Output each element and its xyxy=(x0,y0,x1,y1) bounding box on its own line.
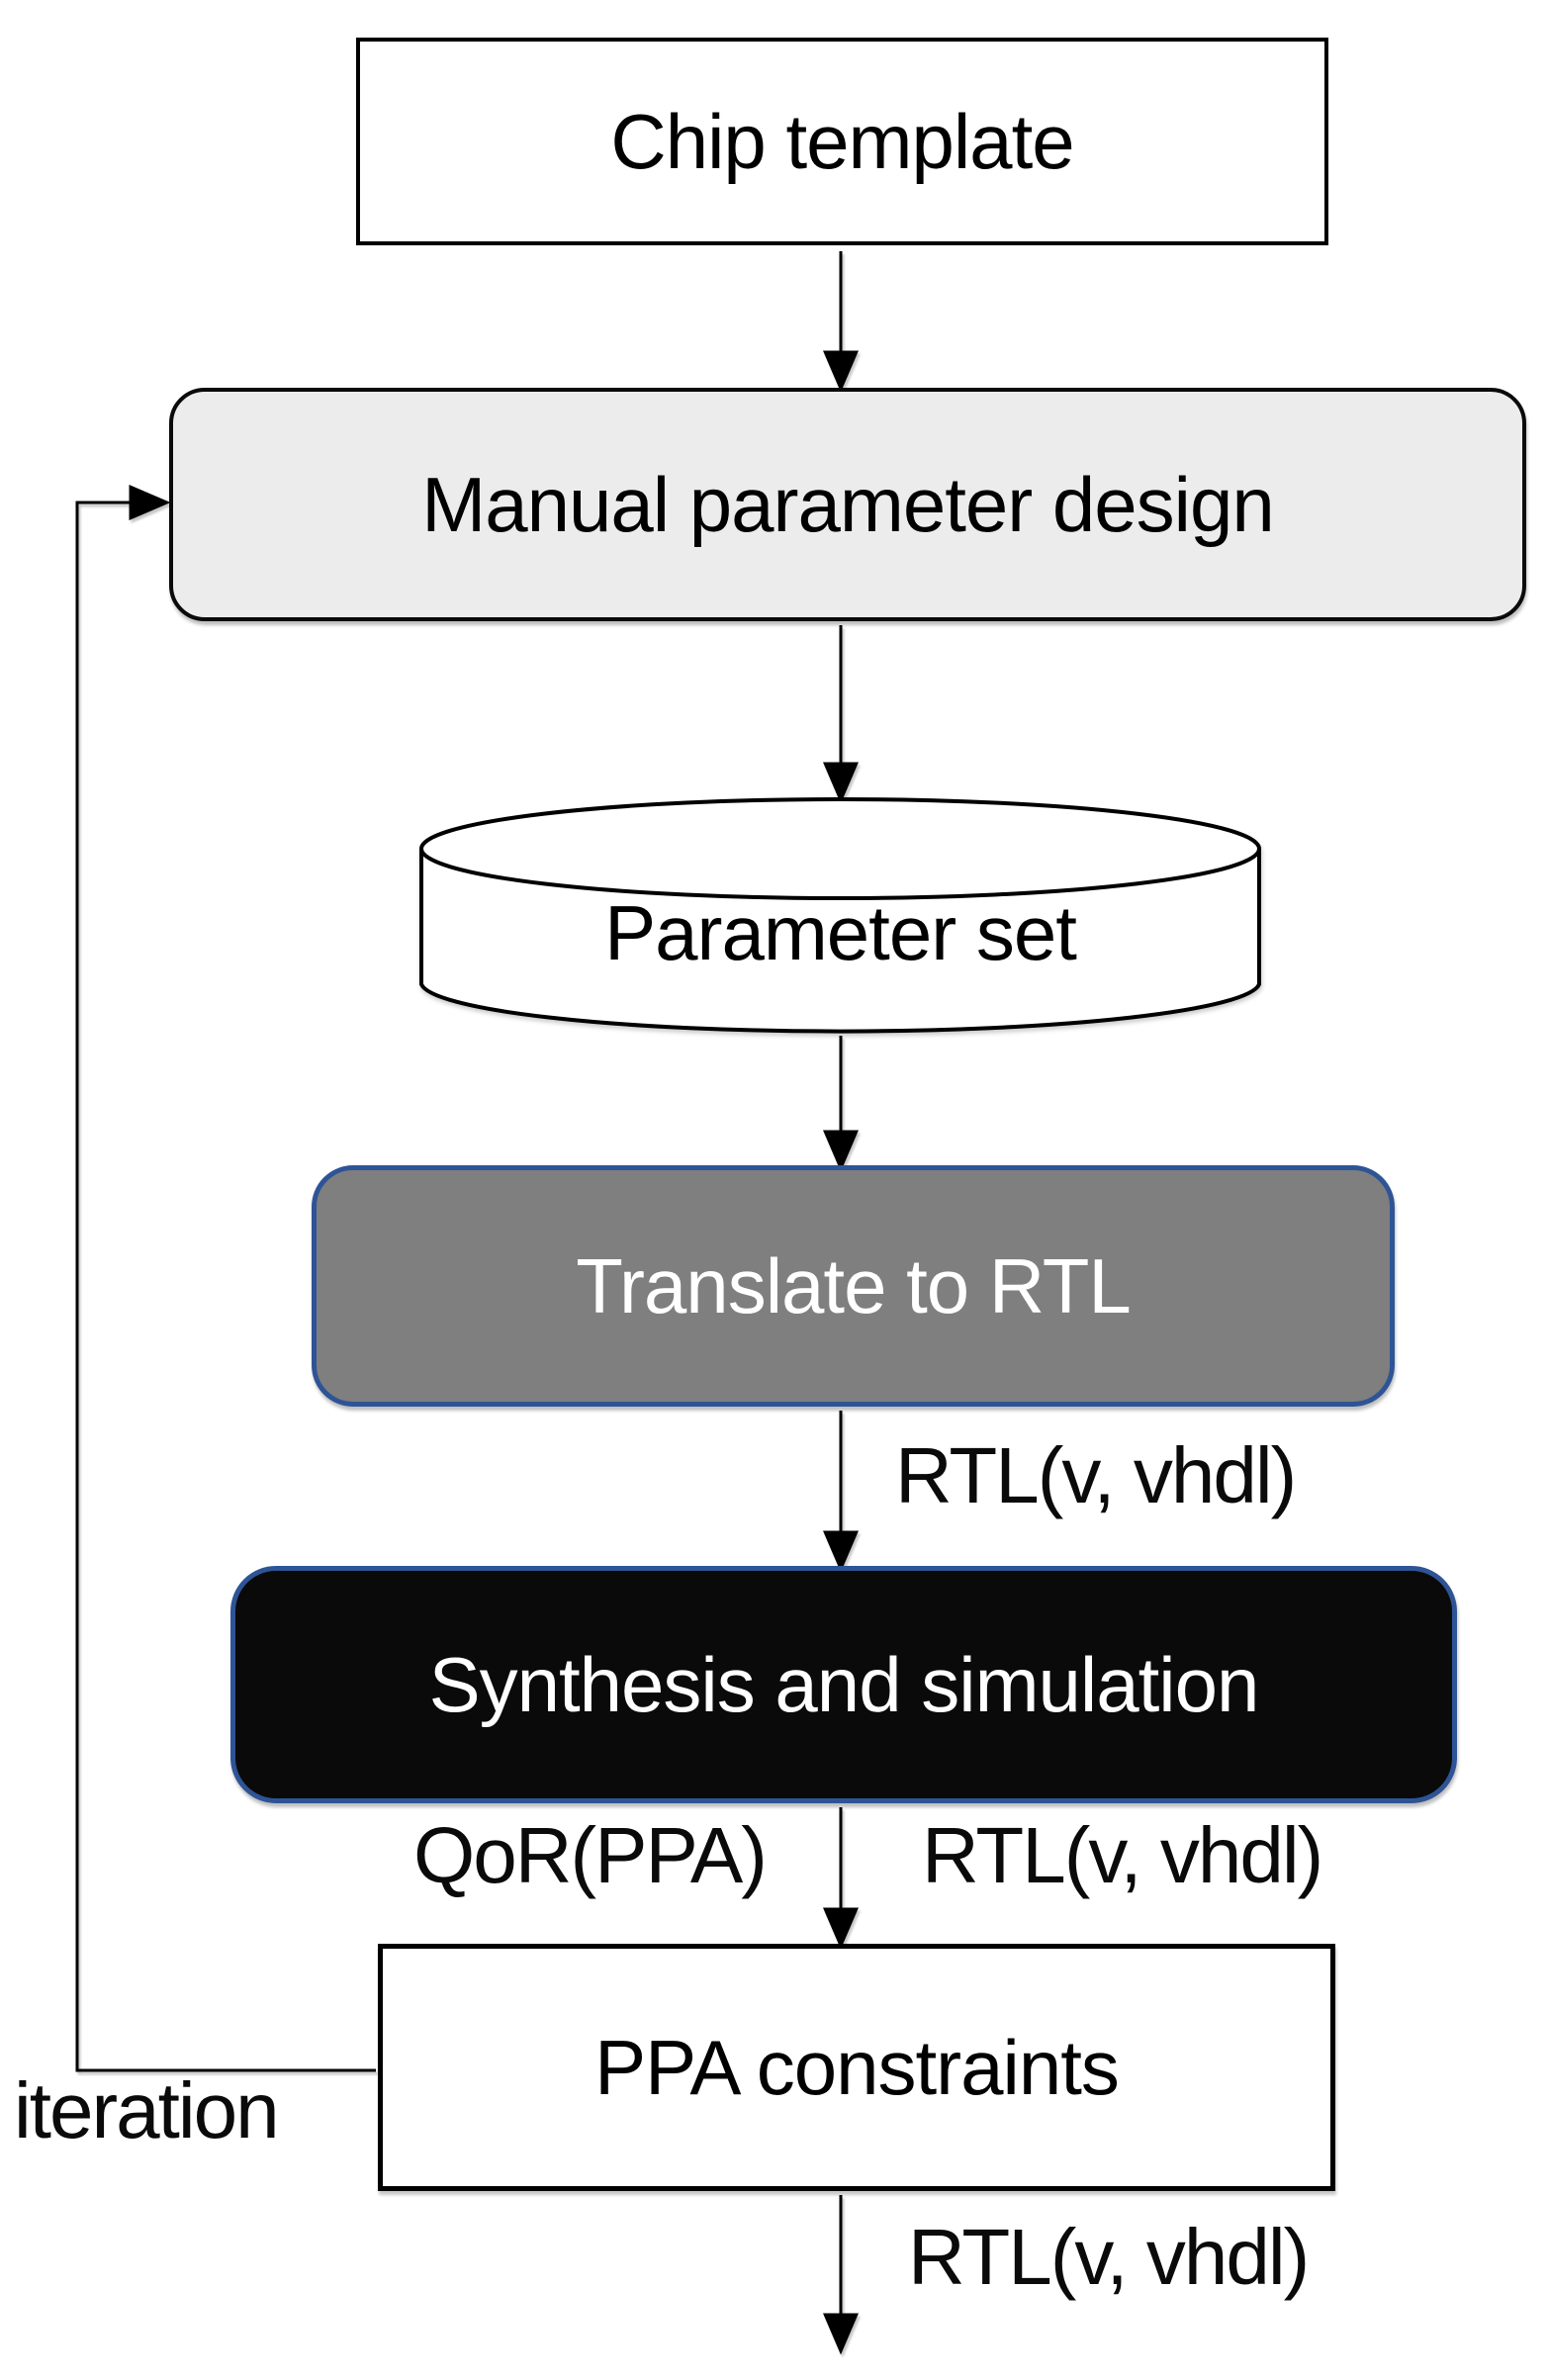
node-manual-parameter-design-label: Manual parameter design xyxy=(421,460,1275,548)
node-synthesis-and-simulation: Synthesis and simulation xyxy=(230,1566,1457,1803)
edge-label-rtl-after-ppa: RTL(v, vhdl) xyxy=(908,2213,1310,2301)
parameter-set-cylinder-shape xyxy=(419,797,1261,1034)
edge-label-rtl-after-synthesis: RTL(v, vhdl) xyxy=(922,1811,1323,1899)
edge-label-qor-ppa: QoR(PPA) xyxy=(413,1811,768,1899)
node-ppa-constraints-label: PPA constraints xyxy=(594,2023,1120,2111)
connector-iteration-feedback xyxy=(75,485,376,2072)
cylinder-top-ellipse xyxy=(419,797,1261,900)
node-synthesis-and-simulation-label: Synthesis and simulation xyxy=(428,1640,1260,1728)
node-parameter-set-label: Parameter set xyxy=(604,888,1077,976)
connectors-group xyxy=(75,251,859,2355)
cylinder-body xyxy=(419,849,1261,1034)
node-chip-template-label: Chip template xyxy=(610,97,1074,185)
node-parameter-set: Parameter set xyxy=(419,859,1261,1007)
node-ppa-constraints: PPA constraints xyxy=(378,1944,1335,2191)
edge-label-rtl-after-translate: RTL(v, vhdl) xyxy=(895,1431,1297,1519)
node-translate-to-rtl: Translate to RTL xyxy=(312,1165,1395,1407)
node-manual-parameter-design: Manual parameter design xyxy=(169,388,1526,621)
edge-label-iteration: iteration xyxy=(14,2066,280,2154)
node-chip-template: Chip template xyxy=(356,38,1328,245)
node-translate-to-rtl-label: Translate to RTL xyxy=(576,1241,1132,1329)
